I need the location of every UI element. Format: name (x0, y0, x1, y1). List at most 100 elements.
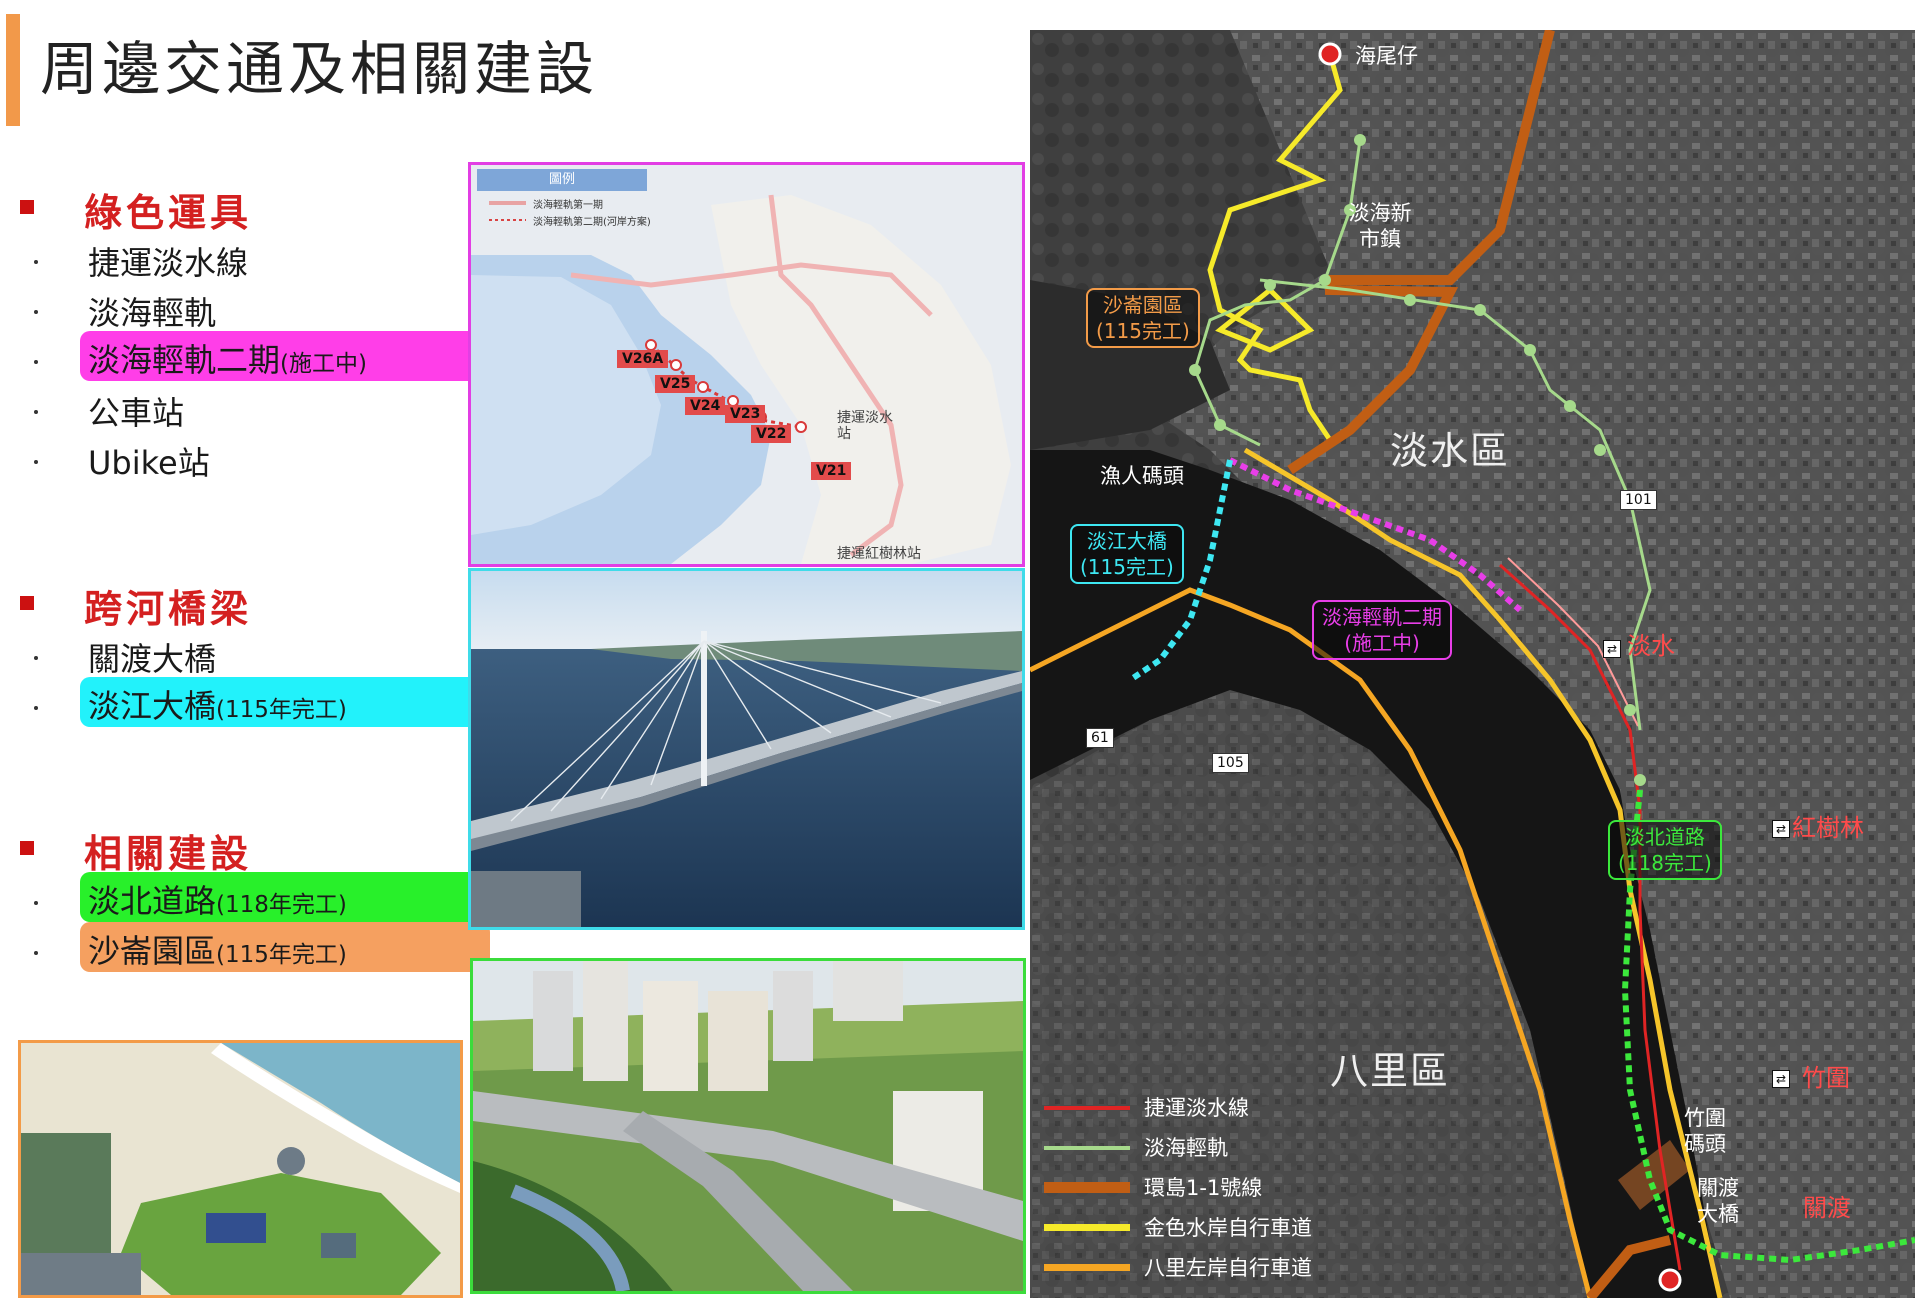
tag-lrt-phase2: 淡海輕軌二期(施工中) (1312, 600, 1452, 660)
highlight-magenta: 淡海輕軌二期(施工中) (80, 331, 490, 381)
lrt-station-dot (1319, 274, 1331, 286)
bullet-dot (34, 460, 38, 464)
page-title: 周邊交通及相關建設 (40, 35, 599, 103)
item-label: 淡海輕軌二期(施工中) (88, 341, 367, 379)
mrt-danshui-station-label: 捷運淡水站 (837, 410, 893, 442)
station-marker (697, 381, 709, 393)
highlight-orange: 沙崙園區(115年完工) (80, 922, 490, 972)
golden-coast-bike-path (1207, 53, 1343, 442)
coastal-water (1030, 280, 1230, 450)
item-label: 公車站 (88, 394, 185, 432)
section-green-transport: 綠色運具 捷運淡水線 淡海輕軌 淡海輕軌二期(施工中) 公車站 Ubike站 (0, 182, 495, 484)
place-fisherman-wharf: 漁人碼頭 (1100, 464, 1184, 488)
lrt-map-graphic (471, 165, 1022, 564)
list-item: 關渡大橋 (0, 630, 495, 680)
list-item: 沙崙園區(115年完工) (0, 922, 495, 975)
section-header: 相關建設 (0, 823, 495, 876)
aerial-map-graphic (1030, 30, 1915, 1298)
highlight-cyan: 淡江大橋(115年完工) (80, 677, 490, 727)
lrt-station-dot (1474, 304, 1486, 316)
section-title: 綠色運具 (84, 191, 253, 235)
lrt-station-dot (1624, 704, 1636, 716)
title-accent-bar (6, 14, 20, 126)
list-item: Ubike站 (0, 434, 495, 484)
tag-shalun-park: 沙崙園區(115完工) (1086, 288, 1200, 348)
lrt-legend-item: 淡海輕軌第二期(河岸方案) (533, 217, 651, 228)
legend-label: 環島1-1號線 (1144, 1176, 1263, 1200)
lrt-station-dot (1354, 134, 1366, 146)
provincial-road-1-1 (1287, 30, 1555, 475)
legend-label: 淡海輕軌 (1144, 1136, 1228, 1160)
lrt-legend-title: 圖例 (548, 172, 575, 187)
station-tag-v22: V22 (751, 425, 792, 443)
lrt-station-dot (1344, 204, 1356, 216)
lrt-green-line (1193, 139, 1362, 447)
bullet-dot (34, 706, 38, 710)
item-label: 沙崙園區(115年完工) (88, 932, 347, 970)
station-marker (795, 421, 807, 433)
mrt-danshui-line-inner (1507, 557, 1639, 727)
legend-label: 八里左岸自行車道 (1144, 1256, 1312, 1280)
road-number-101: 101 (1620, 490, 1657, 510)
road-number-61: 61 (1086, 728, 1114, 748)
list-item: 公車站 (0, 384, 495, 434)
golden-coast-bike-path-river (1243, 447, 1723, 1298)
station-tag-v23: V23 (725, 405, 766, 423)
list-item: 捷運淡水線 (0, 234, 495, 284)
bali-left-bank-bike-path (1030, 587, 1593, 1298)
road-number-105: 105 (1212, 753, 1249, 773)
bullet-dot (34, 951, 38, 955)
legend-swatch-provincial-road (1044, 1182, 1130, 1193)
item-label: 關渡大橋 (88, 640, 217, 678)
section-header: 綠色運具 (0, 182, 495, 235)
list-item: 淡海輕軌 (0, 284, 495, 334)
bullet-dot (34, 260, 38, 264)
place-danshui-district: 淡水區 (1390, 429, 1511, 473)
shalun-park-render (18, 1040, 463, 1298)
section-title: 跨河橋梁 (84, 587, 253, 631)
legend-label: 金色水岸自行車道 (1144, 1216, 1312, 1240)
place-bali-district: 八里區 (1330, 1049, 1451, 1093)
station-tag-v26a: V26A (617, 350, 669, 368)
aerial-map: 海尾仔 淡海新市鎮 淡水區 八里區 漁人碼頭 竹圍碼頭 關渡大橋 淡水 紅樹林 … (1030, 30, 1915, 1298)
bridge-render-graphic (471, 571, 1022, 927)
item-note: (施工中) (280, 351, 367, 377)
bullet-dot (34, 410, 38, 414)
legend-header-bar (477, 169, 647, 191)
danbei-road-route (1621, 789, 1915, 1264)
bullet-dot (34, 656, 38, 660)
haiweizi-location-pin (1318, 42, 1342, 66)
item-note: (118年完工) (216, 892, 347, 918)
mrt-station-icon: ⇄ (1772, 1070, 1790, 1088)
item-label: 淡江大橋(115年完工) (88, 687, 347, 725)
lrt-legend-item: 淡海輕軌第一期 (533, 200, 603, 211)
highlight-green: 淡北道路(118年完工) (80, 872, 490, 922)
item-note: (115年完工) (216, 942, 347, 968)
provincial-road-1-1-south (1586, 1235, 1672, 1298)
station-danshui: 淡水 (1627, 632, 1675, 660)
lrt-station-dot (1264, 279, 1276, 291)
place-new-town: 淡海新市鎮 (1348, 201, 1412, 251)
tag-danbei-road: 淡北道路(118完工) (1608, 820, 1722, 880)
place-zhuwei-wharf: 竹圍碼頭 (1684, 1106, 1726, 1156)
section-river-bridges: 跨河橋梁 關渡大橋 淡江大橋(115年完工) (0, 578, 495, 730)
item-note: (115年完工) (216, 697, 347, 723)
park-render-graphic (21, 1043, 460, 1295)
bullet-dot (34, 901, 38, 905)
section-bullet-square (20, 200, 34, 214)
station-tag-v24: V24 (685, 397, 726, 415)
bullet-dot (34, 360, 38, 364)
lrt-station-dot (1524, 344, 1536, 356)
lrt-station-dot (1564, 400, 1576, 412)
list-item: 淡海輕軌二期(施工中) (0, 331, 495, 384)
station-hongshulin: 紅樹林 (1792, 814, 1864, 842)
station-tag-v21: V21 (811, 462, 852, 480)
item-label: 捷運淡水線 (88, 244, 249, 282)
legend-swatch-bali-bike-path (1044, 1264, 1130, 1271)
section-bullet-square (20, 841, 34, 855)
tag-danjiang-bridge: 淡江大橋(115完工) (1070, 524, 1184, 584)
mrt-station-icon: ⇄ (1772, 820, 1790, 838)
lrt-phase1-branch (570, 262, 933, 317)
lrt-station-dot (1594, 444, 1606, 456)
legend-swatch-golden-bike-path (1044, 1224, 1130, 1231)
